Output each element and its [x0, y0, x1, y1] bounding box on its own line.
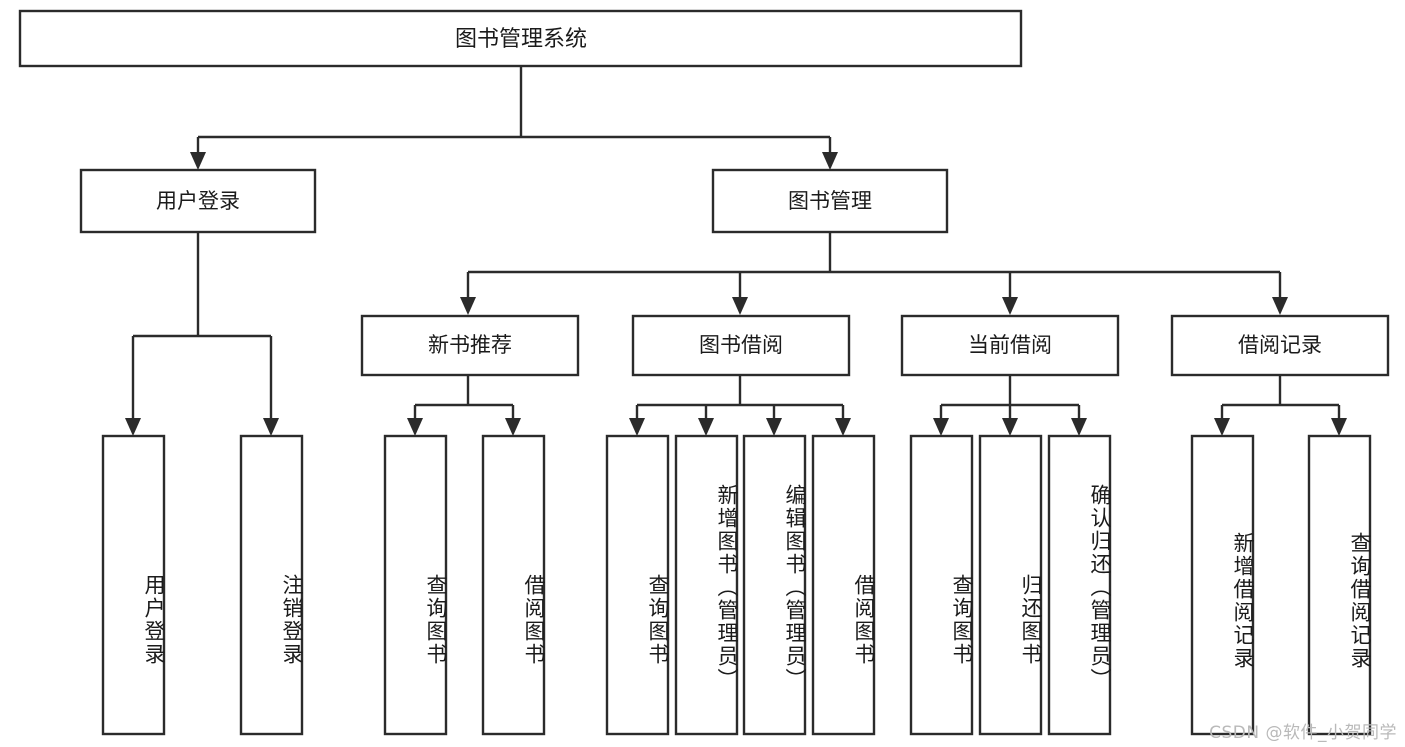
connector-group-book-borrow — [629, 375, 851, 436]
node-borrow-record-label: 借阅记录 — [1238, 333, 1322, 357]
leaf-box-confirm-return[interactable] — [1047, 434, 1112, 736]
node-book-management[interactable]: 图书管理 — [711, 168, 949, 234]
arrow-root-to-book-management — [822, 152, 838, 170]
connector-group-borrow-record — [1214, 375, 1347, 436]
arrow-user-login-leaf-1 — [125, 418, 141, 436]
node-root[interactable]: 图书管理系统 — [18, 9, 1023, 68]
node-new-book-recommend-label: 新书推荐 — [428, 333, 512, 357]
node-borrow-record[interactable]: 借阅记录 — [1170, 314, 1390, 377]
node-user-login-label: 用户登录 — [156, 189, 240, 213]
node-book-borrow[interactable]: 图书借阅 — [631, 314, 851, 377]
node-borrow-record-box[interactable] — [1170, 314, 1390, 377]
arrow-bb-leaf-3 — [766, 418, 782, 436]
node-new-book-recommend[interactable]: 新书推荐 — [360, 314, 580, 377]
arrow-root-to-user-login — [190, 152, 206, 170]
arrow-user-login-leaf-2 — [263, 418, 279, 436]
node-book-management-label: 图书管理 — [788, 189, 872, 213]
arrow-bb-leaf-2 — [698, 418, 714, 436]
connector-group-root — [190, 66, 838, 170]
leaf-box-logout-login[interactable] — [239, 434, 304, 736]
leaf-box-borrow-book-2[interactable] — [811, 434, 876, 736]
arrow-cb-leaf-2 — [1002, 418, 1018, 436]
leaf-box-user-login[interactable] — [101, 434, 166, 736]
arrow-bm-to-borrow-record — [1272, 297, 1288, 315]
leaf-box-query-book-3[interactable] — [909, 434, 974, 736]
csdn-watermark: CSDN @软件_小贺同学 — [1209, 723, 1397, 743]
arrow-bb-leaf-1 — [629, 418, 645, 436]
leaf-box-query-record[interactable] — [1307, 434, 1372, 736]
arrow-br-leaf-1 — [1214, 418, 1230, 436]
leaf-box-return-book[interactable] — [978, 434, 1043, 736]
node-book-borrow-label: 图书借阅 — [699, 333, 783, 357]
leaf-box-query-book-2[interactable] — [605, 434, 670, 736]
arrow-nbr-leaf-2 — [505, 418, 521, 436]
arrow-bm-to-new-book-recommend — [460, 297, 476, 315]
connector-group-current-borrow — [933, 375, 1087, 436]
node-current-borrow-box[interactable] — [900, 314, 1120, 377]
leaf-boxes — [101, 434, 1372, 736]
leaf-box-add-record[interactable] — [1190, 434, 1255, 736]
connector-group-user-login — [125, 232, 279, 436]
leaf-box-query-book-1[interactable] — [383, 434, 448, 736]
node-root-box[interactable] — [18, 9, 1023, 68]
node-user-login-box[interactable] — [79, 168, 317, 234]
node-new-book-recommend-box[interactable] — [360, 314, 580, 377]
leaf-box-add-book[interactable] — [674, 434, 739, 736]
node-current-borrow[interactable]: 当前借阅 — [900, 314, 1120, 377]
arrow-bm-to-current-borrow — [1002, 297, 1018, 315]
arrow-bb-leaf-4 — [835, 418, 851, 436]
arrow-nbr-leaf-1 — [407, 418, 423, 436]
node-current-borrow-label: 当前借阅 — [968, 333, 1052, 357]
leaf-box-borrow-book-1[interactable] — [481, 434, 546, 736]
leaf-box-edit-book[interactable] — [742, 434, 807, 736]
arrow-bm-to-book-borrow — [732, 297, 748, 315]
arrow-cb-leaf-3 — [1071, 418, 1087, 436]
node-user-login[interactable]: 用户登录 — [79, 168, 317, 234]
connector-group-book-management — [460, 232, 1288, 315]
connector-group-new-book-recommend — [407, 375, 521, 436]
node-book-management-box[interactable] — [711, 168, 949, 234]
arrow-br-leaf-2 — [1331, 418, 1347, 436]
node-book-borrow-box[interactable] — [631, 314, 851, 377]
node-root-label: 图书管理系统 — [455, 27, 587, 52]
arrow-cb-leaf-1 — [933, 418, 949, 436]
